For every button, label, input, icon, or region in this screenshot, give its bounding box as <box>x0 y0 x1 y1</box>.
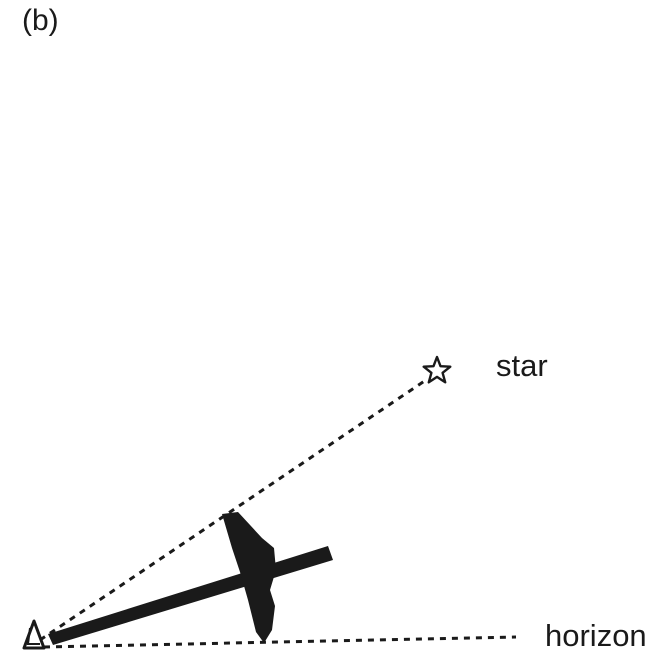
horizon-label: horizon <box>545 618 647 653</box>
cross-staff-icon <box>48 512 333 645</box>
eye-icon <box>22 619 46 650</box>
transom-bar <box>222 512 276 643</box>
star-sight-line <box>39 378 427 642</box>
star-label: star <box>496 348 548 383</box>
star-icon <box>422 355 452 384</box>
horizon-line <box>43 635 517 649</box>
panel-label: (b) <box>22 4 59 37</box>
staff-bar <box>48 546 333 645</box>
